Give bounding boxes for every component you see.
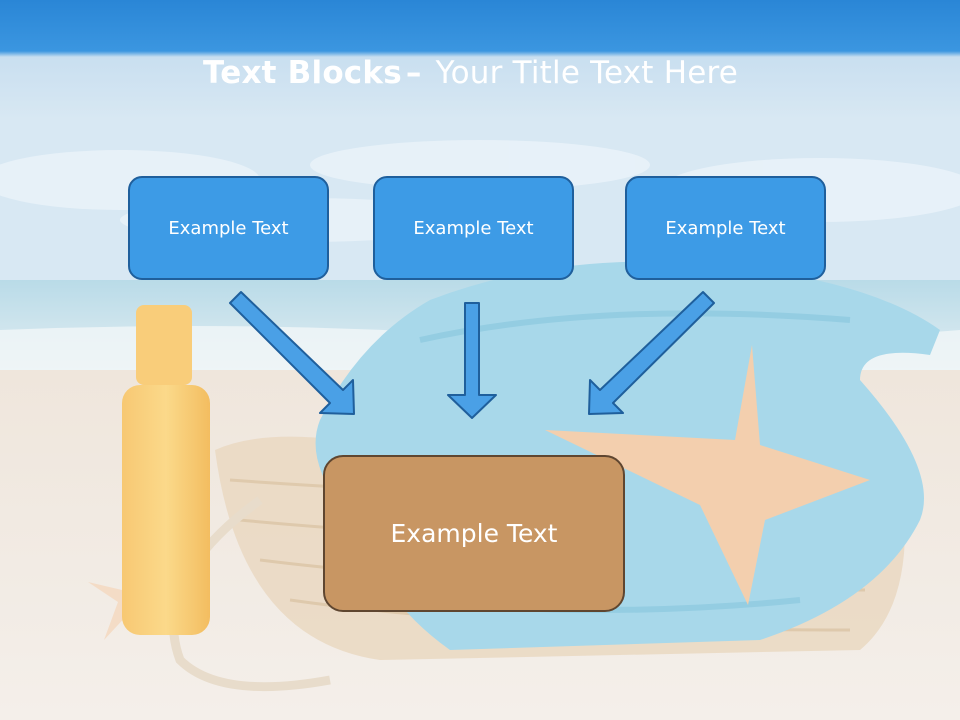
title-dash: – xyxy=(405,55,422,91)
text-block-1-label: Example Text xyxy=(168,217,289,239)
text-block-3-label: Example Text xyxy=(665,217,786,239)
title-bold-part: Text Blocks xyxy=(203,55,402,91)
title-regular-part: Your Title Text Here xyxy=(435,55,739,91)
text-block-3: Example Text xyxy=(625,176,826,280)
arrow-right-to-center xyxy=(588,291,715,415)
text-block-2: Example Text xyxy=(373,176,574,280)
text-block-1: Example Text xyxy=(128,176,329,280)
arrow-left-to-center xyxy=(229,291,355,415)
slide-title: Text Blocks– Your Title Text Here xyxy=(0,55,960,91)
text-block-result: Example Text xyxy=(323,455,625,612)
text-block-2-label: Example Text xyxy=(413,217,534,239)
arrow-middle-down xyxy=(447,302,497,419)
text-block-result-label: Example Text xyxy=(390,519,558,548)
